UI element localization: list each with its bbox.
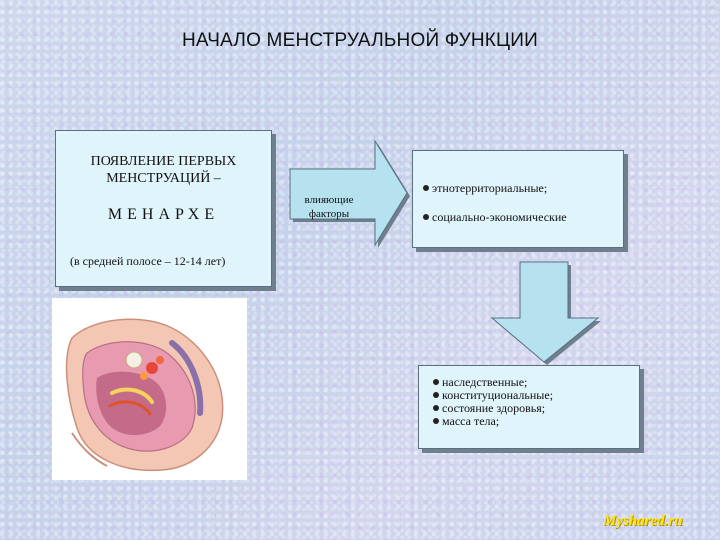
- menarche-heading-line1: ПОЯВЛЕНИЕ ПЕРВЫХ: [90, 154, 237, 169]
- factor-arrow-label: влияющие факторы: [288, 193, 370, 221]
- bottom-factors-box: наследственные; конституциональные; сост…: [418, 365, 640, 449]
- menarche-heading: ПОЯВЛЕНИЕ ПЕРВЫХ МЕНСТРУАЦИЙ –: [56, 153, 271, 187]
- bullet-icon: [433, 392, 439, 398]
- anatomy-drawing: [65, 318, 224, 472]
- list-item-text: социально-экономические: [432, 210, 567, 224]
- top-factors-box: этнотерриториальные; социально-экономиче…: [412, 150, 624, 248]
- bullet-icon: [423, 214, 429, 220]
- bullet-icon: [433, 405, 439, 411]
- right-arrow-icon: [289, 139, 410, 248]
- anatomy-illustration: [52, 298, 247, 480]
- factor-arrow-label-line1: влияющие: [304, 194, 354, 206]
- list-item: этнотерриториальные;: [423, 181, 547, 196]
- bullet-icon: [433, 418, 439, 424]
- menarche-box: ПОЯВЛЕНИЕ ПЕРВЫХ МЕНСТРУАЦИЙ – МЕНАРХЕ (…: [55, 130, 272, 287]
- menarche-term: МЕНАРХЕ: [107, 206, 220, 223]
- list-item-text: наследственные;: [442, 375, 528, 389]
- list-item: масса тела;: [419, 415, 553, 428]
- bottom-factors-list: наследственные; конституциональные; сост…: [419, 376, 553, 428]
- list-item: состояние здоровья;: [419, 402, 553, 415]
- bullet-icon: [423, 185, 429, 191]
- list-item: конституциональные;: [419, 389, 553, 402]
- menarche-heading-line2: МЕНСТРУАЦИЙ –: [106, 171, 221, 186]
- list-item-text: масса тела;: [442, 414, 500, 428]
- myshared-logo: Myshared.ru: [603, 513, 683, 529]
- list-item: социально-экономические: [423, 210, 567, 225]
- list-item-text: состояние здоровья;: [442, 401, 546, 415]
- bullet-icon: [433, 379, 439, 385]
- list-item: наследственные;: [419, 376, 553, 389]
- slide-title: НАЧАЛО МЕНСТРУАЛЬНОЙ ФУНКЦИИ: [181, 30, 539, 51]
- list-item-text: этнотерриториальные;: [432, 181, 548, 195]
- down-arrow-icon: [490, 261, 601, 365]
- menarche-age-note: (в средней полосе – 12-14 лет): [70, 254, 226, 268]
- factor-arrow-label-line2: факторы: [308, 208, 350, 220]
- list-item-text: конституциональные;: [442, 388, 554, 402]
